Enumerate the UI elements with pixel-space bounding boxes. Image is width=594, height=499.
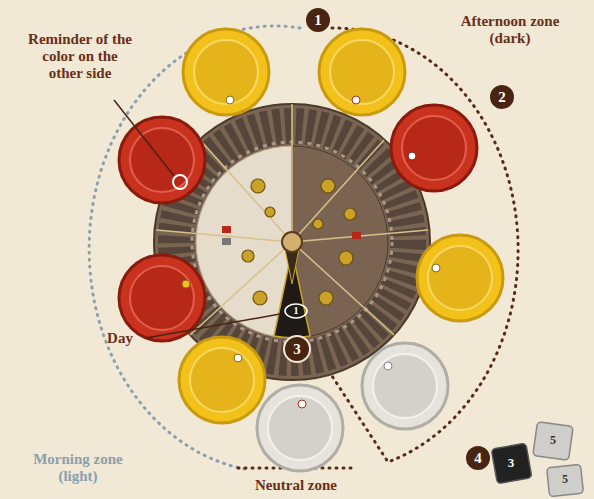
die-face: 5 xyxy=(550,434,556,447)
coin xyxy=(253,291,267,305)
zone-label: Morning zone (light) xyxy=(12,451,144,485)
spoke xyxy=(291,104,293,242)
coin xyxy=(321,179,335,193)
coin xyxy=(242,250,254,262)
red-disk xyxy=(391,105,477,191)
callout-number: 1 xyxy=(314,12,322,29)
callout-number: 4 xyxy=(474,450,482,467)
red-disk-ring xyxy=(391,105,477,191)
coin xyxy=(251,179,265,193)
coin xyxy=(339,251,353,265)
morning-half xyxy=(196,146,292,338)
white-disk-face xyxy=(373,354,437,418)
callout-circle xyxy=(489,84,515,110)
board-icon xyxy=(222,238,231,245)
zone-label: Afternoon zone (dark) xyxy=(440,13,580,47)
white-disk xyxy=(362,343,448,429)
coin xyxy=(319,291,333,305)
spoke xyxy=(292,140,384,242)
callout-note: Reminder of the color on the other side xyxy=(24,31,136,81)
yellow-disk-face xyxy=(194,40,258,104)
red-disk-face xyxy=(402,116,466,180)
callout-circle xyxy=(465,445,491,471)
yellow-disk-ring xyxy=(319,29,405,115)
color-reminder-dot xyxy=(432,264,440,272)
black-die xyxy=(491,443,532,484)
color-reminder-dot xyxy=(352,96,360,104)
white-disk xyxy=(257,385,343,471)
day-marker xyxy=(285,304,307,318)
day-number: 1 xyxy=(294,305,299,316)
color-reminder-dot xyxy=(408,152,416,160)
leader-line xyxy=(114,100,174,176)
board-icon xyxy=(222,226,231,233)
yellow-disk xyxy=(179,337,265,423)
red-disk xyxy=(119,255,205,341)
color-reminder-dot xyxy=(384,362,392,370)
color-reminder-dot xyxy=(234,354,242,362)
yellow-disk-face xyxy=(428,246,492,310)
callout-number: 3 xyxy=(293,341,301,358)
spoke xyxy=(200,140,292,242)
die-face: 5 xyxy=(562,473,568,486)
white-disk-ring xyxy=(257,385,343,471)
color-reminder-dot xyxy=(226,96,234,104)
color-reminder-ring xyxy=(173,175,187,189)
red-disk-face xyxy=(130,266,194,330)
zone-label: Neutral zone xyxy=(255,477,337,494)
grey-die xyxy=(547,464,584,496)
leader-line xyxy=(146,314,280,338)
white-disk-face xyxy=(268,396,332,460)
die-face: 3 xyxy=(508,456,515,471)
yellow-disk xyxy=(183,29,269,115)
white-disk-ring xyxy=(362,343,448,429)
callout-number: 2 xyxy=(498,89,506,106)
yellow-disk-ring xyxy=(183,29,269,115)
center-pin xyxy=(282,232,302,252)
callout-note: Day xyxy=(107,330,133,347)
yellow-disk xyxy=(319,29,405,115)
coin xyxy=(313,219,323,229)
yellow-disk-face xyxy=(190,348,254,412)
callout-circle xyxy=(284,336,310,362)
coin xyxy=(265,207,275,217)
yellow-disk xyxy=(417,235,503,321)
spoke xyxy=(292,230,428,242)
board-icon xyxy=(352,232,361,239)
yellow-disk-ring xyxy=(417,235,503,321)
red-disk-ring xyxy=(119,255,205,341)
grey-die xyxy=(533,422,573,461)
callout-circle xyxy=(305,7,331,33)
color-reminder-dot xyxy=(298,400,306,408)
yellow-disk-face xyxy=(330,40,394,104)
coin xyxy=(344,208,356,220)
yellow-disk-ring xyxy=(179,337,265,423)
color-reminder-dot xyxy=(182,280,190,288)
